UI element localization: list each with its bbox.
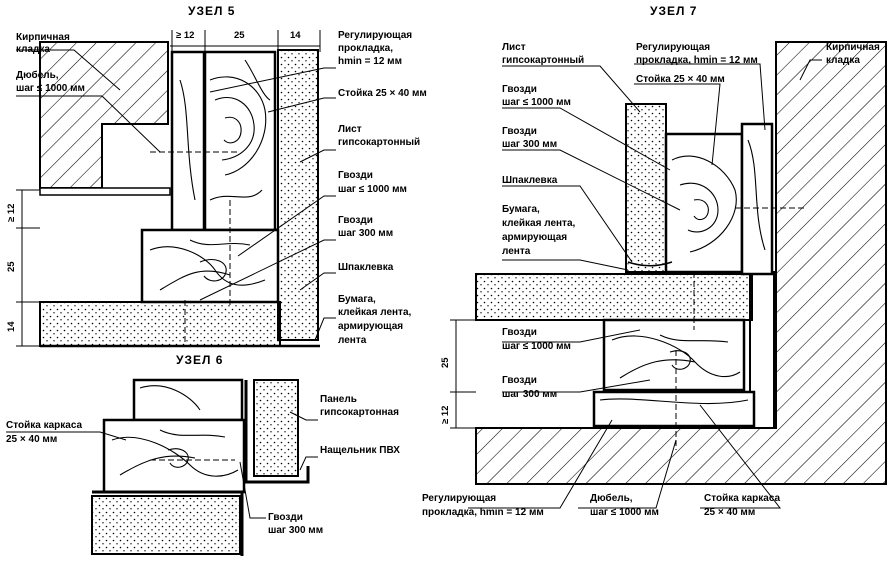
node7-label-dowel-1: Дюбель, — [590, 492, 633, 504]
node6-trim-bottom — [92, 490, 244, 556]
node7-label-putty: Шпаклевка — [502, 175, 558, 186]
node7-label-nails1-2: шаг ≤ 1000 мм — [502, 97, 571, 108]
node5-title: УЗЕЛ 5 — [188, 4, 235, 18]
node5-label-nails1-2: шаг ≤ 1000 мм — [338, 184, 407, 195]
node5-label-shim-1: Регулирующая — [338, 30, 412, 41]
node5-leaders — [16, 49, 336, 341]
node5-label-brick-2: кладка — [16, 44, 50, 55]
node5-dim-top-b: 25 — [234, 30, 245, 41]
node5-dim-left-c: 14 — [6, 321, 17, 332]
node7-brick-wall — [475, 41, 887, 485]
node7-label-gypsum-2: гипсокартонный — [502, 55, 584, 66]
node7-label-post-b-2: 25 × 40 мм — [704, 507, 755, 518]
node5-label-tape-3: армирующая — [338, 321, 403, 332]
node7-label-tape-4: лента — [502, 246, 531, 257]
node7-leaders — [468, 59, 822, 509]
node5-wood-grain-2 — [149, 239, 266, 291]
node5-label-dowel-1: Дюбель, — [16, 69, 59, 81]
node7-gypsum-vertical — [625, 103, 667, 273]
node6-label-panel-1: Панель — [320, 394, 357, 405]
node6-label-trim: Нащельник ПВХ — [320, 445, 400, 456]
node7-label-nails3-1: Гвозди — [502, 327, 537, 338]
node5-post-vertical — [203, 50, 277, 232]
node5-dim-left-b: 25 — [6, 261, 17, 272]
node5-label-dowel-2: шаг ≤ 1000 мм — [16, 83, 85, 94]
node5-label-putty: Шпаклевка — [338, 262, 394, 273]
node7-dim-left-b: ≥ 12 — [440, 406, 451, 424]
node6-leaders — [6, 411, 318, 519]
node6-label-panel-2: гипсокартонная — [320, 407, 399, 418]
node5-label-shim-3: hmin = 12 мм — [338, 56, 402, 67]
node5-label-tape-1: Бумага, — [338, 294, 376, 305]
node7-label-brick-2: кладка — [826, 55, 860, 66]
node7-label-nails1-1: Гвозди — [502, 84, 537, 95]
node6-label-nails-2: шаг 300 мм — [268, 525, 323, 536]
node6-gypsum-panel — [253, 379, 299, 477]
node-7: УЗЕЛ 7 — [422, 4, 887, 518]
node7-title: УЗЕЛ 7 — [650, 4, 697, 18]
node7-post-top — [664, 132, 744, 274]
node7-putty — [627, 261, 673, 267]
node5-label-nails1-1: Гвозди — [338, 170, 373, 181]
node5-label-shim-2: прокладка, — [338, 43, 393, 54]
node5-label-gypsum-1: Лист — [338, 124, 362, 135]
node6-title: УЗЕЛ 6 — [176, 353, 223, 367]
node7-label-nails2-1: Гвозди — [502, 126, 537, 137]
node7-shim-bottom — [592, 390, 756, 428]
node-6: УЗЕЛ 6 Стойка каркаса 25 × 40 мм Панель … — [6, 353, 400, 556]
node5-gypsum-vertical — [277, 49, 319, 341]
node6-label-nails-1: Гвозди — [268, 512, 303, 523]
node5-left-dims — [16, 189, 40, 347]
node7-label-nails4-1: Гвозди — [502, 375, 537, 386]
node5-label-tape-2: клейкая лента, — [338, 307, 412, 318]
node5-label-gypsum-2: гипсокартонный — [338, 137, 420, 148]
node7-label-nails4-2: шаг 300 мм — [502, 389, 557, 400]
node7-label-shim-b-2: прокладка, hmin = 12 мм — [422, 507, 544, 518]
node7-post-bottom — [602, 318, 746, 392]
node6-gypsum-bottom — [91, 495, 241, 555]
node6-pvc-trim — [244, 380, 310, 484]
node7-label-post: Стойка 25 × 40 мм — [636, 74, 725, 85]
node5-label-brick-1: Кирпичная — [16, 32, 70, 43]
node6-label-post-2: 25 × 40 мм — [6, 434, 57, 445]
node7-label-shim-b-1: Регулирующая — [422, 493, 496, 504]
node6-label-post-1: Стойка каркаса — [6, 420, 83, 431]
node5-dim-left-a: ≥ 12 — [6, 204, 17, 222]
node7-label-gypsum-1: Лист — [502, 42, 526, 53]
node7-label-dowel-2: шаг ≤ 1000 мм — [590, 507, 659, 518]
node5-label-tape-4: лента — [338, 335, 367, 346]
node7-label-nails2-2: шаг 300 мм — [502, 139, 557, 150]
node7-wood-grain-bottom — [599, 334, 749, 405]
node5-gypsum-horizontal — [39, 301, 281, 347]
node7-label-tape-1: Бумага, — [502, 204, 540, 215]
node7-label-tape-2: клейкая лента, — [502, 218, 576, 229]
node-5: УЗЕЛ 5 — [6, 4, 427, 348]
node7-label-nails3-2: шаг ≤ 1000 мм — [502, 341, 571, 352]
node5-wood-grain — [179, 59, 271, 201]
node7-gypsum-horizontal — [475, 273, 753, 321]
node7-left-dims — [450, 319, 476, 429]
node7-label-brick-1: Кирпичная — [826, 42, 880, 53]
node7-label-tape-3: армирующая — [502, 232, 567, 243]
node5-label-post: Стойка 25 × 40 мм — [338, 88, 427, 99]
node7-wood-grain-top — [671, 139, 766, 253]
node5-brick-wall — [39, 41, 169, 189]
node7-label-shim-1: Регулирующая — [636, 42, 710, 53]
node5-label-nails2-1: Гвозди — [338, 215, 373, 226]
node5-post-horizontal — [140, 228, 280, 304]
node5-brick-edge — [39, 187, 171, 196]
node7-dim-left-a: 25 — [440, 357, 451, 368]
node5-label-nails2-2: шаг 300 мм — [338, 228, 393, 239]
node5-dim-top-a: ≥ 12 — [176, 30, 194, 41]
node7-label-shim-2: прокладка, hmin = 12 мм — [636, 55, 758, 66]
node5-dim-top-c: 14 — [290, 30, 301, 41]
node5-top-dims — [170, 30, 321, 52]
node7-label-post-b-1: Стойка каркаса — [704, 493, 781, 504]
